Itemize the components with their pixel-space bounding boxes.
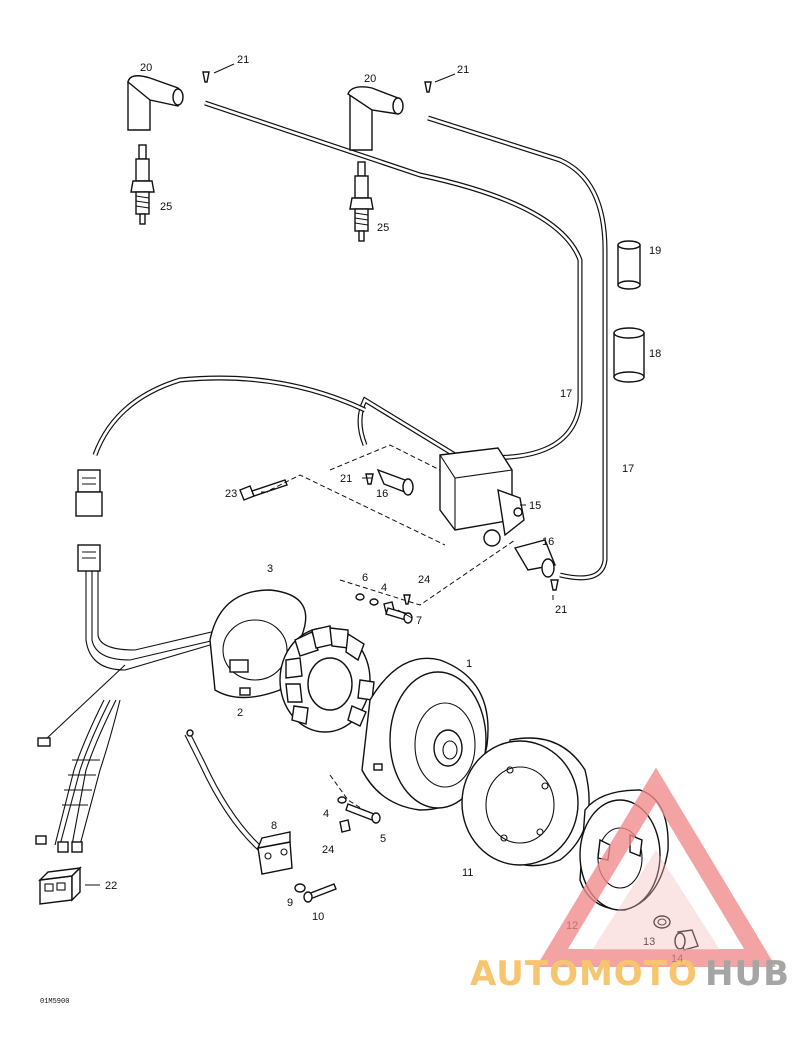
callout-1: 1: [466, 658, 472, 670]
high-tension-wires: [204, 100, 608, 581]
callout-19: 19: [649, 245, 661, 257]
watermark-triangle-icon: [536, 767, 776, 967]
callout-21-right: 21: [457, 64, 469, 76]
ignition-coil: [439, 447, 525, 547]
wiring-harness: [35, 375, 367, 861]
callout-13: 13: [643, 936, 655, 948]
watermark-text-hub: HUB: [705, 954, 790, 994]
callout-4-lower: 4: [323, 808, 329, 820]
trigger-coil-8: [256, 831, 293, 875]
sleeve-18: [613, 327, 645, 383]
callout-21-lower: 21: [555, 604, 567, 616]
stator: [279, 625, 375, 733]
callout-8: 8: [271, 820, 277, 832]
spark-plug-right: [349, 161, 374, 242]
callout-24-upper: 24: [418, 574, 430, 586]
screw-21-coil-left: [365, 473, 374, 485]
callout-11: 11: [462, 867, 473, 879]
spark-plug-cap-left: [127, 75, 184, 131]
callout-6: 6: [362, 572, 368, 584]
callout-21-coil: 21: [340, 473, 352, 485]
callout-20-right: 20: [364, 73, 376, 85]
watermark: AUTOMOTO HUB: [470, 767, 790, 994]
screw-10: [303, 883, 337, 903]
screw-21-right: [424, 81, 432, 93]
nut-14: [674, 929, 699, 951]
leader-lines: [85, 63, 554, 886]
callout-16-upper: 16: [376, 488, 388, 500]
flywheel: [361, 657, 489, 811]
screw-24-upper: [403, 594, 411, 605]
spark-plug-cap-right: [347, 86, 404, 151]
callout-20-left: 20: [140, 62, 152, 74]
coil-boot-16-upper: [376, 468, 414, 496]
callout-25-right: 25: [377, 222, 389, 234]
drive-pulley-11: [461, 737, 590, 867]
callout-16-lower: 16: [542, 536, 554, 548]
callout-5: 5: [380, 833, 386, 845]
spark-plug-left: [130, 144, 155, 225]
callout-25-left: 25: [160, 201, 172, 213]
callout-24-lower: 24: [322, 844, 334, 856]
washer-4-lower: [337, 796, 347, 804]
watermark-text-automoto: AUTOMOTO: [470, 954, 698, 994]
callout-15: 15: [529, 500, 541, 512]
washer-6-upper: [355, 593, 365, 601]
washer-9: [294, 883, 306, 893]
washer-4-upper: [369, 598, 379, 606]
washer-13: [653, 915, 671, 929]
callout-4-upper: 4: [381, 582, 387, 594]
screw-5: [345, 803, 381, 824]
screw-21-coil-lower: [550, 579, 559, 591]
screw-21-left: [202, 71, 210, 83]
callout-2: 2: [237, 707, 243, 719]
callout-10: 10: [312, 911, 324, 923]
screw-23: [239, 479, 288, 501]
connector-22: [38, 866, 82, 905]
nut-24-lower: [339, 819, 351, 833]
callout-17-right: 17: [622, 463, 634, 475]
callout-23: 23: [225, 488, 237, 500]
callout-22: 22: [105, 880, 117, 892]
callout-18: 18: [649, 348, 661, 360]
callout-17-left: 17: [560, 388, 572, 400]
callout-7: 7: [416, 615, 422, 627]
callout-9: 9: [287, 897, 293, 909]
callout-3: 3: [267, 563, 273, 575]
callout-21-left: 21: [237, 54, 249, 66]
coil-boot-16-lower: [513, 539, 556, 578]
drawing-code: 01M5900: [40, 998, 69, 1006]
sleeve-19: [617, 240, 641, 290]
